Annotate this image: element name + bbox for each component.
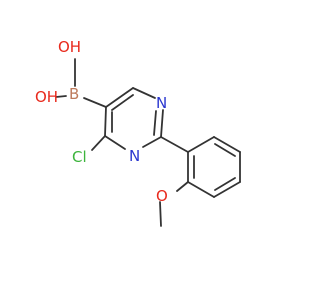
bond-n3-c4 — [104, 135, 126, 150]
bond-c2-phenyl — [160, 136, 189, 153]
bond-b-c5 — [83, 97, 107, 108]
atom-n-top-label: N — [156, 94, 167, 112]
bond-o-ch3 — [159, 201, 162, 227]
atom-o-methoxy-label: O — [156, 187, 168, 205]
atom-b-label: B — [69, 85, 79, 103]
bond-ph6-o — [176, 181, 189, 192]
bonds — [55, 58, 241, 227]
molecule-structure: OH OH B N N Cl O — [35, 38, 241, 227]
atom-o2-label: OH — [35, 88, 58, 106]
bond-c5-c6 — [105, 87, 134, 108]
atom-n-bottom-label: N — [129, 147, 140, 165]
bond-c4-c5 — [104, 106, 107, 137]
bond-o2-b — [55, 95, 67, 98]
bond-n1-c2-inner — [153, 110, 157, 136]
bond-c6-n1 — [132, 87, 156, 99]
bond-c4-cl — [91, 135, 106, 151]
bond-ph4-ph5 — [213, 181, 241, 198]
bond-ph2-ph3 — [213, 136, 241, 153]
bond-ph5-ph6 — [187, 181, 215, 198]
atom-labels: OH OH B N N Cl O — [35, 38, 168, 205]
atom-o1-label: OH — [58, 38, 81, 56]
bond-ph4-ph5-inner — [214, 177, 236, 191]
bond-n1-c2 — [160, 109, 164, 138]
bond-ph1-ph2 — [187, 136, 215, 153]
bond-c5-c6-inner — [111, 94, 134, 111]
bond-ph2-ph3-inner — [214, 143, 236, 157]
bond-c2-n3 — [142, 136, 162, 148]
atom-cl-label: Cl — [72, 148, 87, 166]
